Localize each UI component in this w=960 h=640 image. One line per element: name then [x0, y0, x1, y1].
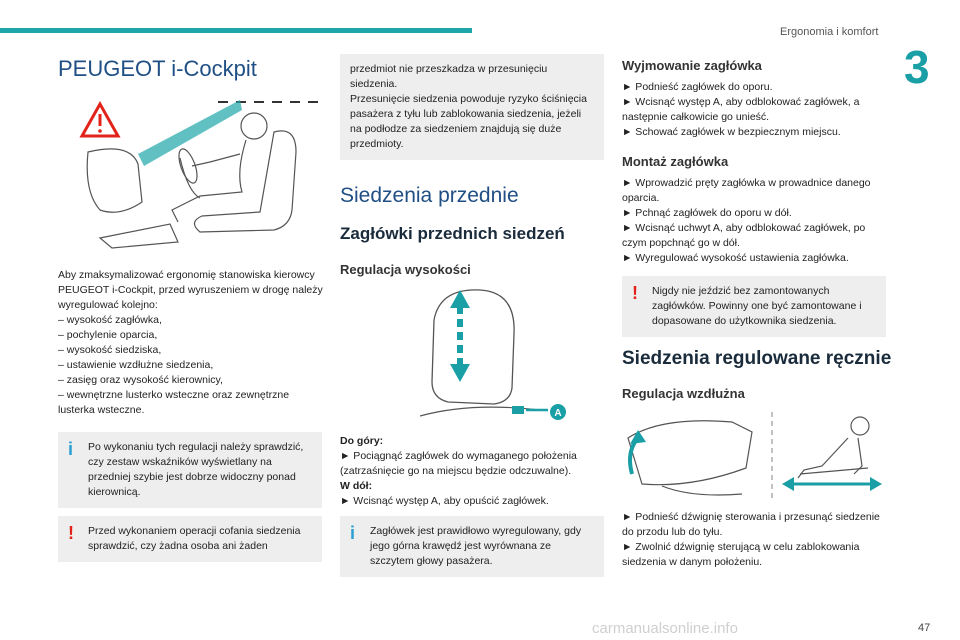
- from-top-text: ► Pociągnąć zagłówek do wymaganego położ…: [340, 450, 577, 477]
- page-number: 47: [918, 622, 931, 634]
- step: ► Schować zagłówek w bezpiecznym miejscu…: [622, 126, 841, 138]
- adjustment-list: – wysokość zagłówka, – pochylenie oparci…: [58, 313, 324, 418]
- warning-icon: !: [632, 283, 638, 303]
- info-icon: i: [68, 439, 74, 459]
- callout-a: A: [554, 408, 561, 419]
- info-icon: i: [350, 523, 356, 543]
- step: ► Wcisnąć występ A, aby odblokować zagłó…: [622, 96, 860, 123]
- list-item: – zasięg oraz wysokość kierownicy,: [58, 374, 223, 386]
- step: ► Zwolnić dźwignię sterującą w celu zabl…: [622, 541, 860, 568]
- height-instructions: Do góry: ► Pociągnąć zagłówek do wymagan…: [340, 434, 606, 509]
- warning-text: Nigdy nie jeździć bez zamontowanych zagł…: [652, 285, 862, 327]
- step: ► Wcisnąć uchwyt A, aby odblokować zagłó…: [622, 222, 866, 249]
- list-item: – wysokość zagłówka,: [58, 314, 162, 326]
- warning-icon: !: [68, 523, 74, 543]
- remove-headrest-title: Wyjmowanie zagłówka: [622, 58, 762, 73]
- remove-steps: ► Podnieść zagłówek do oporu. ► Wcisnąć …: [622, 80, 888, 140]
- down-label: W dół:: [340, 480, 373, 492]
- longitudinal-adjustment-title: Regulacja wzdłużna: [622, 386, 745, 401]
- page-title: PEUGEOT i-Cockpit: [58, 56, 257, 81]
- install-steps: ► Wprowadzić pręty zagłówka w prowadnice…: [622, 176, 888, 266]
- warning-box: ! Przed wykonaniem operacji cofania sied…: [58, 516, 322, 562]
- step: ► Podnieść dźwignię sterowania i przesun…: [622, 511, 880, 538]
- section-title-manual-seats: Siedzenia regulowane ręcznie: [622, 348, 892, 369]
- warning-text: Przed wykonaniem operacji cofania siedze…: [88, 525, 301, 552]
- height-adjustment-title: Regulacja wysokości: [340, 262, 471, 277]
- info-box: i Zagłówek jest prawidłowo wyregulowany,…: [340, 516, 604, 577]
- headrest-height-illustration: A: [420, 289, 566, 420]
- step: ► Podnieść zagłówek do oporu.: [622, 81, 773, 93]
- intro-text: Aby zmaksymalizować ergonomię stanowiska…: [58, 269, 323, 311]
- list-item: – ustawienie wzdłużne siedzenia,: [58, 359, 214, 371]
- watermark: carmanualsonline.info: [592, 620, 738, 637]
- install-headrest-title: Montaż zagłówka: [622, 154, 729, 169]
- list-item: – pochylenie oparcia,: [58, 329, 158, 341]
- subsection-title-headrests: Zagłówki przednich siedzeń: [340, 224, 565, 243]
- driver-ergonomics-illustration: [79, 100, 318, 249]
- step: ► Wprowadzić pręty zagłówka w prowadnice…: [622, 177, 871, 204]
- section-title-front-seats: Siedzenia przednie: [340, 184, 519, 207]
- running-header: Ergonomia i komfort: [780, 26, 879, 38]
- longitudinal-steps: ► Podnieść dźwignię sterowania i przesun…: [622, 510, 888, 570]
- info-text: Po wykonaniu tych regulacji należy spraw…: [88, 441, 304, 498]
- step: ► Pchnąć zagłówek do oporu w dół.: [622, 207, 792, 219]
- list-item: – wysokość siedziska,: [58, 344, 162, 356]
- list-item: – wewnętrzne lusterko wsteczne oraz zewn…: [58, 389, 290, 416]
- seat-longitudinal-illustration: [627, 412, 882, 500]
- warning-box-continued: przedmiot nie przeszkadza w przesunięciu…: [340, 54, 604, 160]
- info-box: i Po wykonaniu tych regulacji należy spr…: [58, 432, 322, 508]
- step: ► Wyregulować wysokość ustawienia zagłów…: [622, 252, 849, 264]
- chapter-number: 3: [904, 41, 930, 93]
- intro-paragraph: Aby zmaksymalizować ergonomię stanowiska…: [58, 268, 324, 418]
- down-text: ► Wcisnąć występ A, aby opuścić zagłówek…: [340, 495, 549, 507]
- warning-box: ! Nigdy nie jeździć bez zamontowanych za…: [622, 276, 886, 337]
- header-accent-bar: [0, 28, 472, 33]
- from-top-label: Do góry:: [340, 435, 384, 447]
- info-text: Zagłówek jest prawidłowo wyregulowany, g…: [370, 525, 582, 567]
